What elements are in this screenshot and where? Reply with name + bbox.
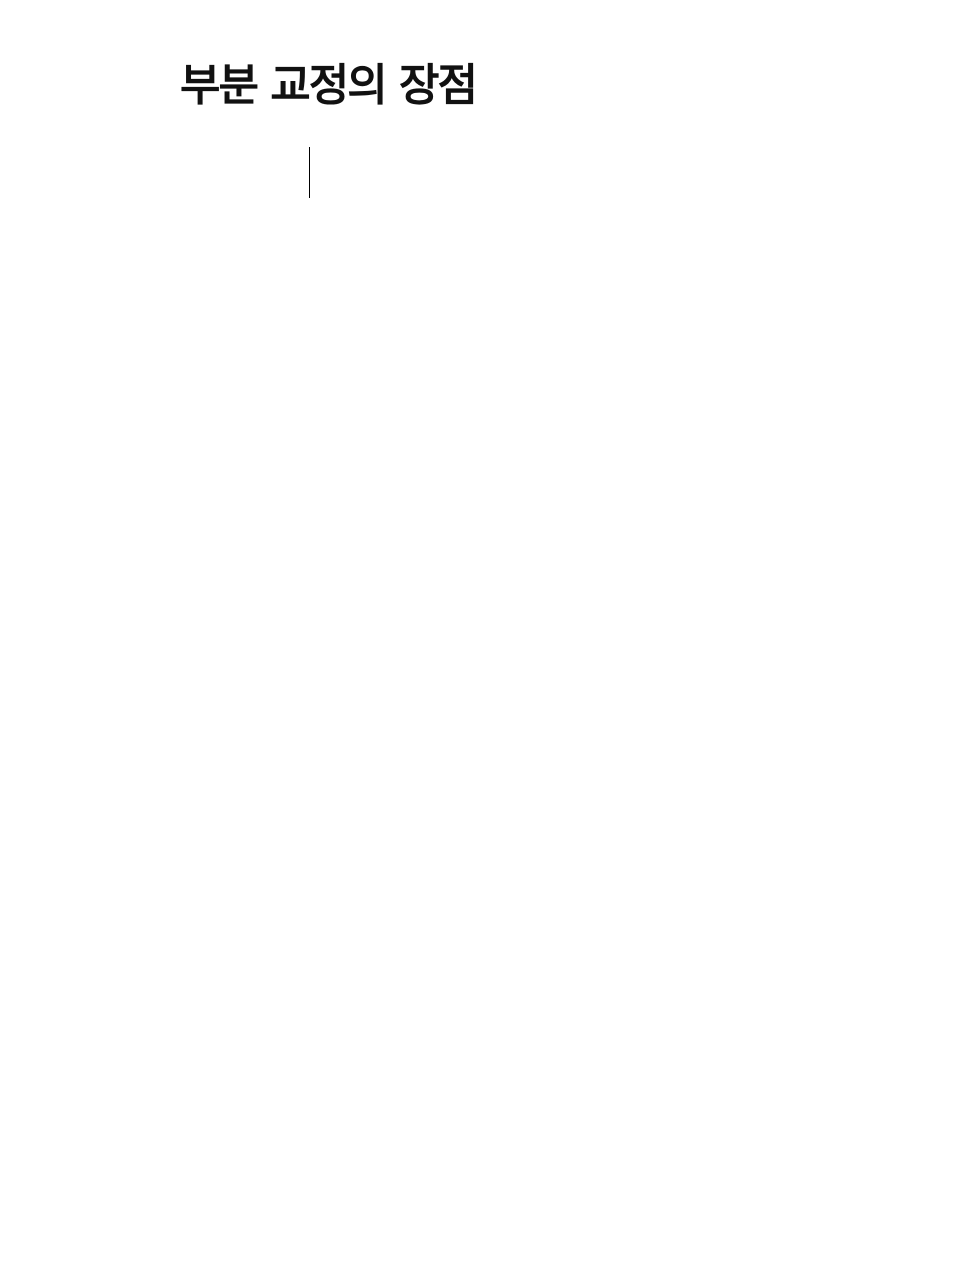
text-cursor[interactable] xyxy=(309,147,310,198)
page-title: 부분 교정의 장점 xyxy=(180,60,478,111)
